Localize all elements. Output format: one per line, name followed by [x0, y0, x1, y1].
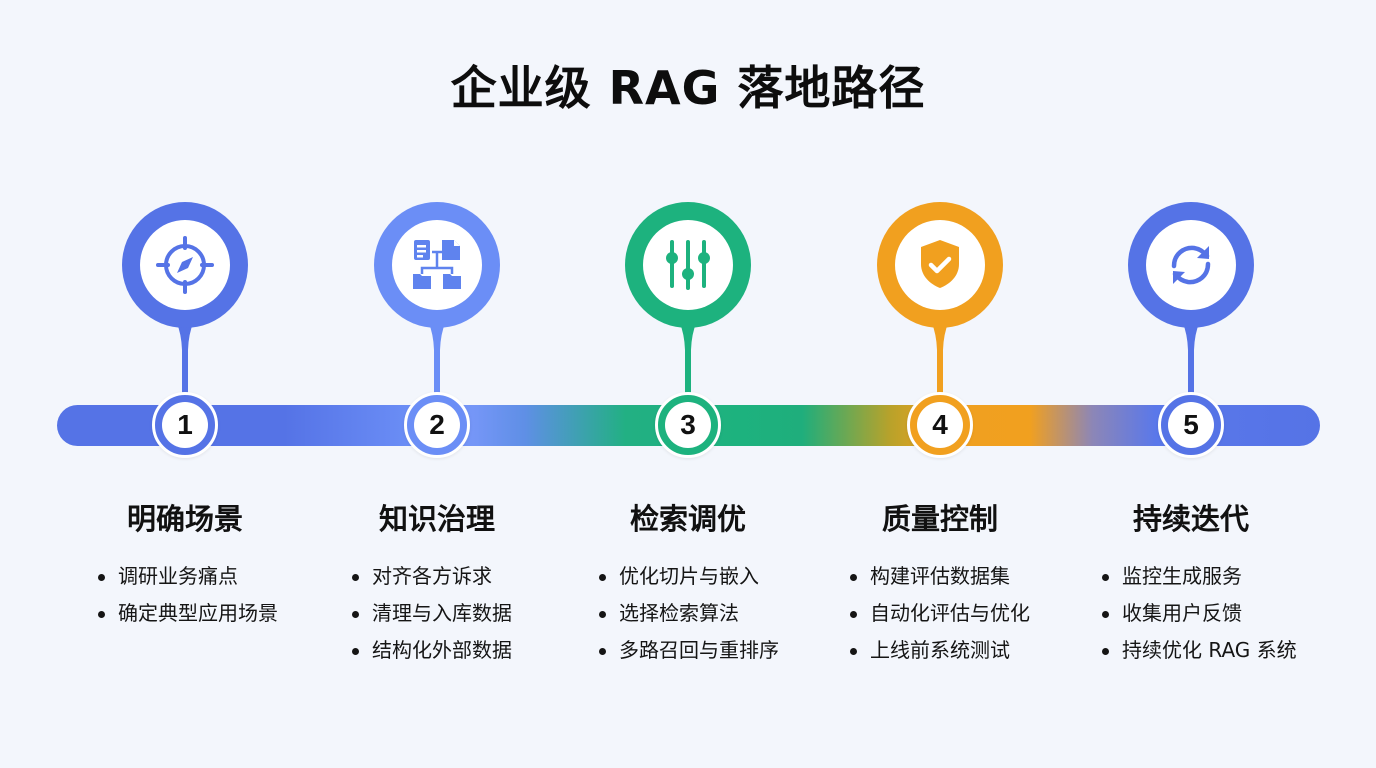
step-heading: 质量控制 [881, 502, 998, 536]
list-item: 上线前系统测试 [848, 632, 1030, 669]
list-item: 选择检索算法 [597, 595, 779, 632]
step-number-badge: 2 [404, 392, 470, 458]
step-bullet-list: 调研业务痛点 确定典型应用场景 [96, 558, 278, 632]
pin-stem [434, 340, 440, 400]
document-folder-hierarchy-icon [413, 240, 461, 289]
step-number-badge: 4 [907, 392, 973, 458]
refresh-cycle-icon [1171, 245, 1211, 285]
list-item: 多路召回与重排序 [597, 632, 779, 669]
sliders-icon [666, 240, 710, 290]
step-bullet-list: 对齐各方诉求 清理与入库数据 结构化外部数据 [350, 558, 512, 669]
step-2: 2 知识治理 对齐各方诉求 清理与入库数据 结构化外部数据 [312, 0, 562, 768]
compass-target-icon [156, 236, 214, 294]
list-item: 监控生成服务 [1100, 558, 1297, 595]
step-heading: 持续迭代 [1132, 502, 1249, 536]
step-number-badge: 3 [655, 392, 721, 458]
step-heading: 知识治理 [378, 502, 495, 536]
step-1: 1 明确场景 调研业务痛点 确定典型应用场景 [60, 0, 310, 768]
list-item: 持续优化 RAG 系统 [1100, 632, 1297, 669]
pin-stem [182, 340, 188, 400]
pin-marker [374, 202, 500, 328]
list-item: 清理与入库数据 [350, 595, 512, 632]
shield-check-icon [921, 240, 959, 288]
step-5: 5 持续迭代 监控生成服务 收集用户反馈 持续优化 RAG 系统 [1066, 0, 1316, 768]
step-3: 3 检索调优 优化切片与嵌入 选择检索算法 多路召回与重排序 [563, 0, 813, 768]
page-title: 企业级 RAG 落地路径 [450, 61, 926, 115]
list-item: 对齐各方诉求 [350, 558, 512, 595]
pin-marker [877, 202, 1003, 328]
pin-marker [122, 202, 248, 328]
list-item: 结构化外部数据 [350, 632, 512, 669]
list-item: 优化切片与嵌入 [597, 558, 779, 595]
step-4: 4 质量控制 构建评估数据集 自动化评估与优化 上线前系统测试 [815, 0, 1065, 768]
list-item: 收集用户反馈 [1100, 595, 1297, 632]
step-bullet-list: 构建评估数据集 自动化评估与优化 上线前系统测试 [848, 558, 1030, 669]
step-number-badge: 1 [152, 392, 218, 458]
list-item: 构建评估数据集 [848, 558, 1030, 595]
pin-marker [625, 202, 751, 328]
pin-stem [1188, 340, 1194, 400]
pin-marker [1128, 202, 1254, 328]
step-number-badge: 5 [1158, 392, 1224, 458]
pin-stem [937, 340, 943, 400]
list-item: 自动化评估与优化 [848, 595, 1030, 632]
list-item: 确定典型应用场景 [96, 595, 278, 632]
step-heading: 明确场景 [126, 502, 243, 536]
step-heading: 检索调优 [629, 502, 746, 536]
step-bullet-list: 优化切片与嵌入 选择检索算法 多路召回与重排序 [597, 558, 779, 669]
list-item: 调研业务痛点 [96, 558, 278, 595]
step-bullet-list: 监控生成服务 收集用户反馈 持续优化 RAG 系统 [1100, 558, 1297, 669]
pin-stem [685, 340, 691, 400]
